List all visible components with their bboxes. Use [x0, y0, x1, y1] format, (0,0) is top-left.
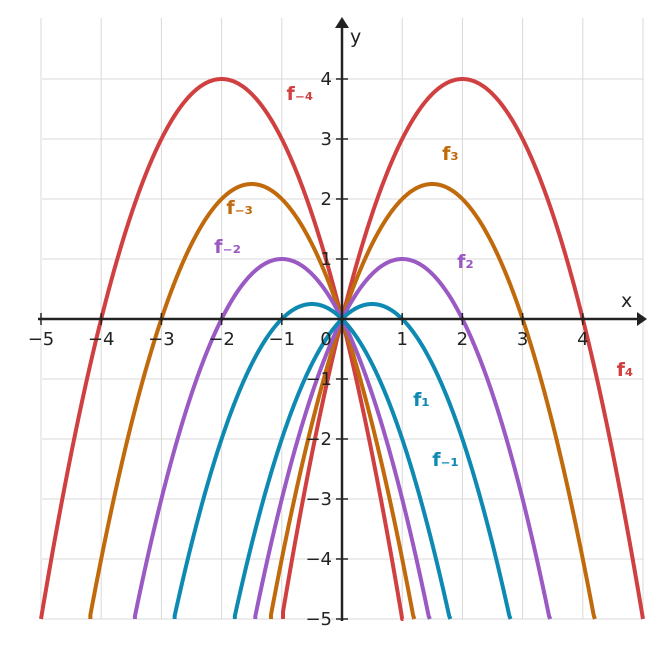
y-tick-label: 3: [321, 129, 332, 150]
y-tick-label: −5: [305, 609, 332, 630]
series-line-6: [132, 257, 432, 620]
series-label-1: f₄: [617, 359, 634, 381]
x-tick-label: 3: [517, 329, 528, 350]
y-tick-label: −3: [305, 489, 332, 510]
series-label-3: f₃: [442, 143, 459, 165]
series-labels: f₄ f₋₄ f₃ f₋₃ f₂ f₋₂ f₁ f₋₁: [214, 83, 633, 471]
series-line-3: [268, 182, 597, 620]
series-line-8: [172, 302, 453, 620]
x-tick-label: −3: [148, 329, 175, 350]
x-tick-label: 2: [457, 329, 468, 350]
y-tick-label: −1: [305, 369, 332, 390]
x-axis-label: x: [621, 290, 632, 312]
x-tick-label: 1: [396, 329, 407, 350]
x-tick-label: −2: [208, 329, 235, 350]
series-label-4: f₋₃: [226, 197, 253, 219]
x-tick-label: −4: [88, 329, 115, 350]
series-label-5: f₂: [457, 251, 474, 273]
x-tick-label: 0: [320, 329, 331, 350]
series-line-7: [232, 302, 513, 620]
series-line-4: [88, 182, 417, 620]
y-tick-label: −4: [305, 549, 332, 570]
y-tick-label: 1: [321, 249, 332, 270]
x-axis-arrow: [637, 312, 647, 326]
series-label-7: f₁: [413, 389, 430, 411]
series-label-2: f₋₄: [287, 83, 314, 105]
x-tick-label: −5: [28, 329, 55, 350]
x-tick-label: −1: [269, 329, 296, 350]
y-tick-label: 2: [321, 189, 332, 210]
y-tick-label: −2: [305, 429, 332, 450]
y-tick-label: 4: [321, 69, 332, 90]
tick-labels: −5 −4 −3 −2 −1 0 1 2 3 4 −5 −4 −3 −2 −1 1 2 3 4: [28, 69, 589, 630]
series-label-8: f₋₁: [432, 449, 459, 471]
series-label-6: f₋₂: [214, 236, 241, 258]
y-axis-arrow: [335, 17, 349, 28]
axes: [38, 17, 647, 621]
y-axis-label: y: [350, 26, 361, 48]
series-line-5: [253, 257, 553, 620]
x-tick-label: 4: [577, 329, 588, 350]
